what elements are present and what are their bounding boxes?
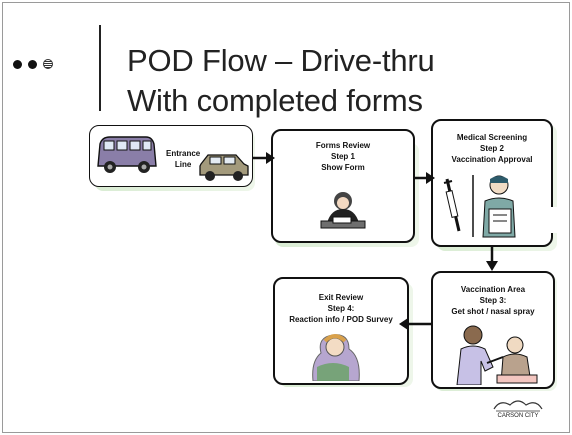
entrance-box: Entrance Line (89, 125, 253, 187)
forms-review-box: Forms Review Step 1 Show Form (271, 129, 415, 243)
entrance-label-line2: Line (174, 160, 192, 169)
exit-review-desc: Reaction info / POD Survey (289, 315, 393, 324)
forms-review-step: Step 1 (330, 152, 355, 161)
exit-review-title: Exit Review (318, 293, 364, 302)
vaccination-area-box: Vaccination Area Step 3: Get shot / nasa… (431, 271, 555, 389)
arrow-entrance-to-forms (253, 152, 275, 164)
patient-icon (496, 336, 538, 384)
forms-review-title: Forms Review (315, 141, 371, 150)
arrow-forms-to-medical (413, 172, 435, 184)
vaccination-area-step: Step 3: (479, 296, 507, 305)
medical-screening-title: Medical Screening (456, 133, 528, 142)
bullet-dots (13, 59, 53, 69)
logo-icon: CARSON CITY (493, 400, 543, 419)
edge-gap (551, 207, 563, 233)
exit-review-step: Step 4: (327, 304, 355, 313)
bullet-dot-icon (28, 59, 37, 69)
medical-screening-step: Step 2 (479, 144, 504, 153)
bullet-dot-icon (13, 59, 22, 69)
syringe-icon (443, 178, 461, 232)
slide-title: POD Flow – Drive-thru With completed for… (127, 41, 435, 121)
entrance-label: Entrance Line (166, 148, 200, 170)
vaccination-area-title: Vaccination Area (460, 285, 526, 294)
person-at-desk-icon (320, 192, 366, 229)
medical-screening-desc: Vaccination Approval (451, 155, 533, 164)
van-icon (97, 136, 157, 173)
confused-person-icon (312, 334, 360, 381)
medical-screening-box: Medical Screening Step 2 Vaccination App… (431, 119, 553, 247)
doctor-icon (472, 175, 516, 238)
forms-review-desc: Show Form (321, 163, 365, 172)
arrow-medical-to-vaccination (486, 247, 498, 271)
entrance-label-line1: Entrance (166, 149, 201, 158)
arrow-vaccination-to-exit (399, 318, 433, 330)
title-line-1: POD Flow – Drive-thru (127, 43, 435, 78)
nurse-icon (456, 325, 504, 385)
title-divider (99, 25, 101, 111)
car-icon (199, 154, 249, 181)
logo-text: CARSON CITY (497, 413, 538, 419)
vaccination-area-desc: Get shot / nasal spray (451, 307, 535, 316)
exit-review-box: Exit Review Step 4: Reaction info / POD … (273, 277, 409, 385)
title-line-2: With completed forms (127, 83, 423, 118)
bullet-dot-icon (43, 59, 53, 69)
